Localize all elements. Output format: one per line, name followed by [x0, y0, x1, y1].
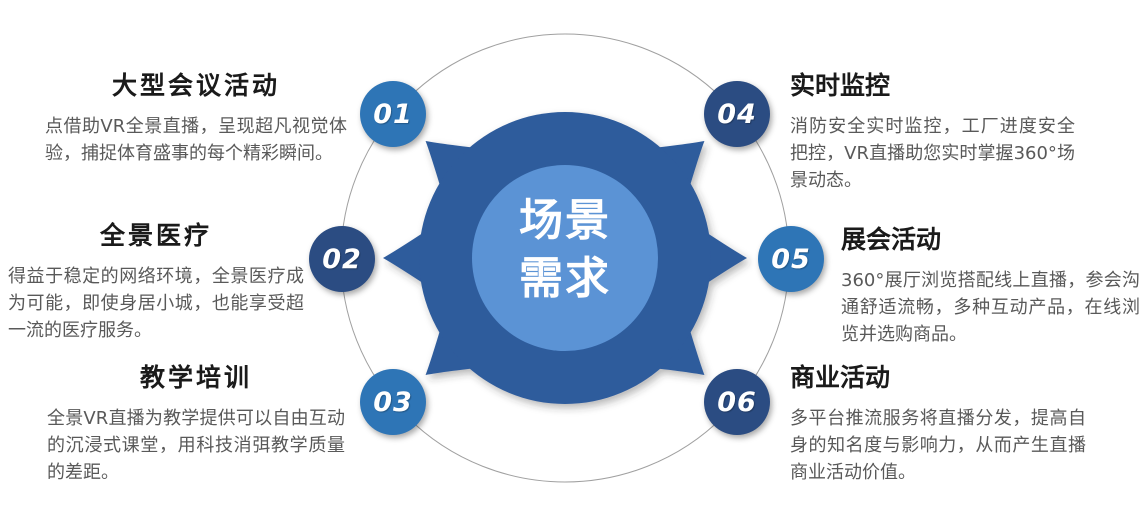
item-title-01: 大型会议活动: [111, 71, 280, 100]
center-label: 场景 需求: [445, 192, 685, 308]
number-badge-02: 02: [309, 226, 375, 292]
item-description-04: 消防安全实时监控，工厂进度安全把控，VR直播助您实时掌握360°场景动态。: [790, 116, 1075, 191]
item-title-06: 商业活动: [790, 363, 891, 392]
item-block-05: 展会活动 360°展厅浏览搭配线上直播，参会沟通舒适流畅，多种互动产品，在线浏览…: [841, 226, 1140, 348]
number-badge-04: 04: [704, 81, 770, 147]
item-description-05: 360°展厅浏览搭配线上直播，参会沟通舒适流畅，多种互动产品，在线浏览并选购商品…: [841, 270, 1140, 345]
center-label-line2: 需求: [519, 253, 611, 304]
item-title-04: 实时监控: [790, 71, 891, 100]
item-description-06: 多平台推流服务将直播分发，提高自身的知名度与影响力，从而产生直播商业活动价值。: [790, 408, 1086, 483]
item-title-03: 教学培训: [139, 363, 252, 392]
item-description-02: 得益于稳定的网络环境，全景医疗成为可能，即使身居小城，也能享受超一流的医疗服务。: [8, 266, 304, 341]
hub-circle: [472, 165, 658, 351]
item-description-03: 全景VR直播为教学提供可以自由互动的沉浸式课堂，用科技消弭教学质量的差距。: [47, 408, 345, 483]
center-label-line1: 场景: [519, 195, 611, 246]
item-title-05: 展会活动: [841, 225, 942, 254]
item-block-02: 全景医疗 得益于稳定的网络环境，全景医疗成为可能，即使身居小城，也能享受超一流的…: [8, 222, 304, 344]
number-badge-03: 03: [360, 369, 426, 435]
item-description-01: 点借助VR全景直播，呈现超凡视觉体验，捕捉体育盛事的每个精彩瞬间。: [45, 116, 347, 164]
item-block-01: 大型会议活动 点借助VR全景直播，呈现超凡视觉体验，捕捉体育盛事的每个精彩瞬间。: [45, 72, 347, 167]
item-block-04: 实时监控 消防安全实时监控，工厂进度安全把控，VR直播助您实时掌握360°场景动…: [790, 72, 1075, 194]
number-badge-06: 06: [704, 369, 770, 435]
item-block-06: 商业活动 多平台推流服务将直播分发，提高自身的知名度与影响力，从而产生直播商业活…: [790, 364, 1086, 486]
number-badge-01: 01: [360, 81, 426, 147]
item-title-02: 全景医疗: [99, 221, 212, 250]
number-badge-05: 05: [758, 226, 824, 292]
item-block-03: 教学培训 全景VR直播为教学提供可以自由互动的沉浸式课堂，用科技消弭教学质量的差…: [47, 364, 345, 486]
